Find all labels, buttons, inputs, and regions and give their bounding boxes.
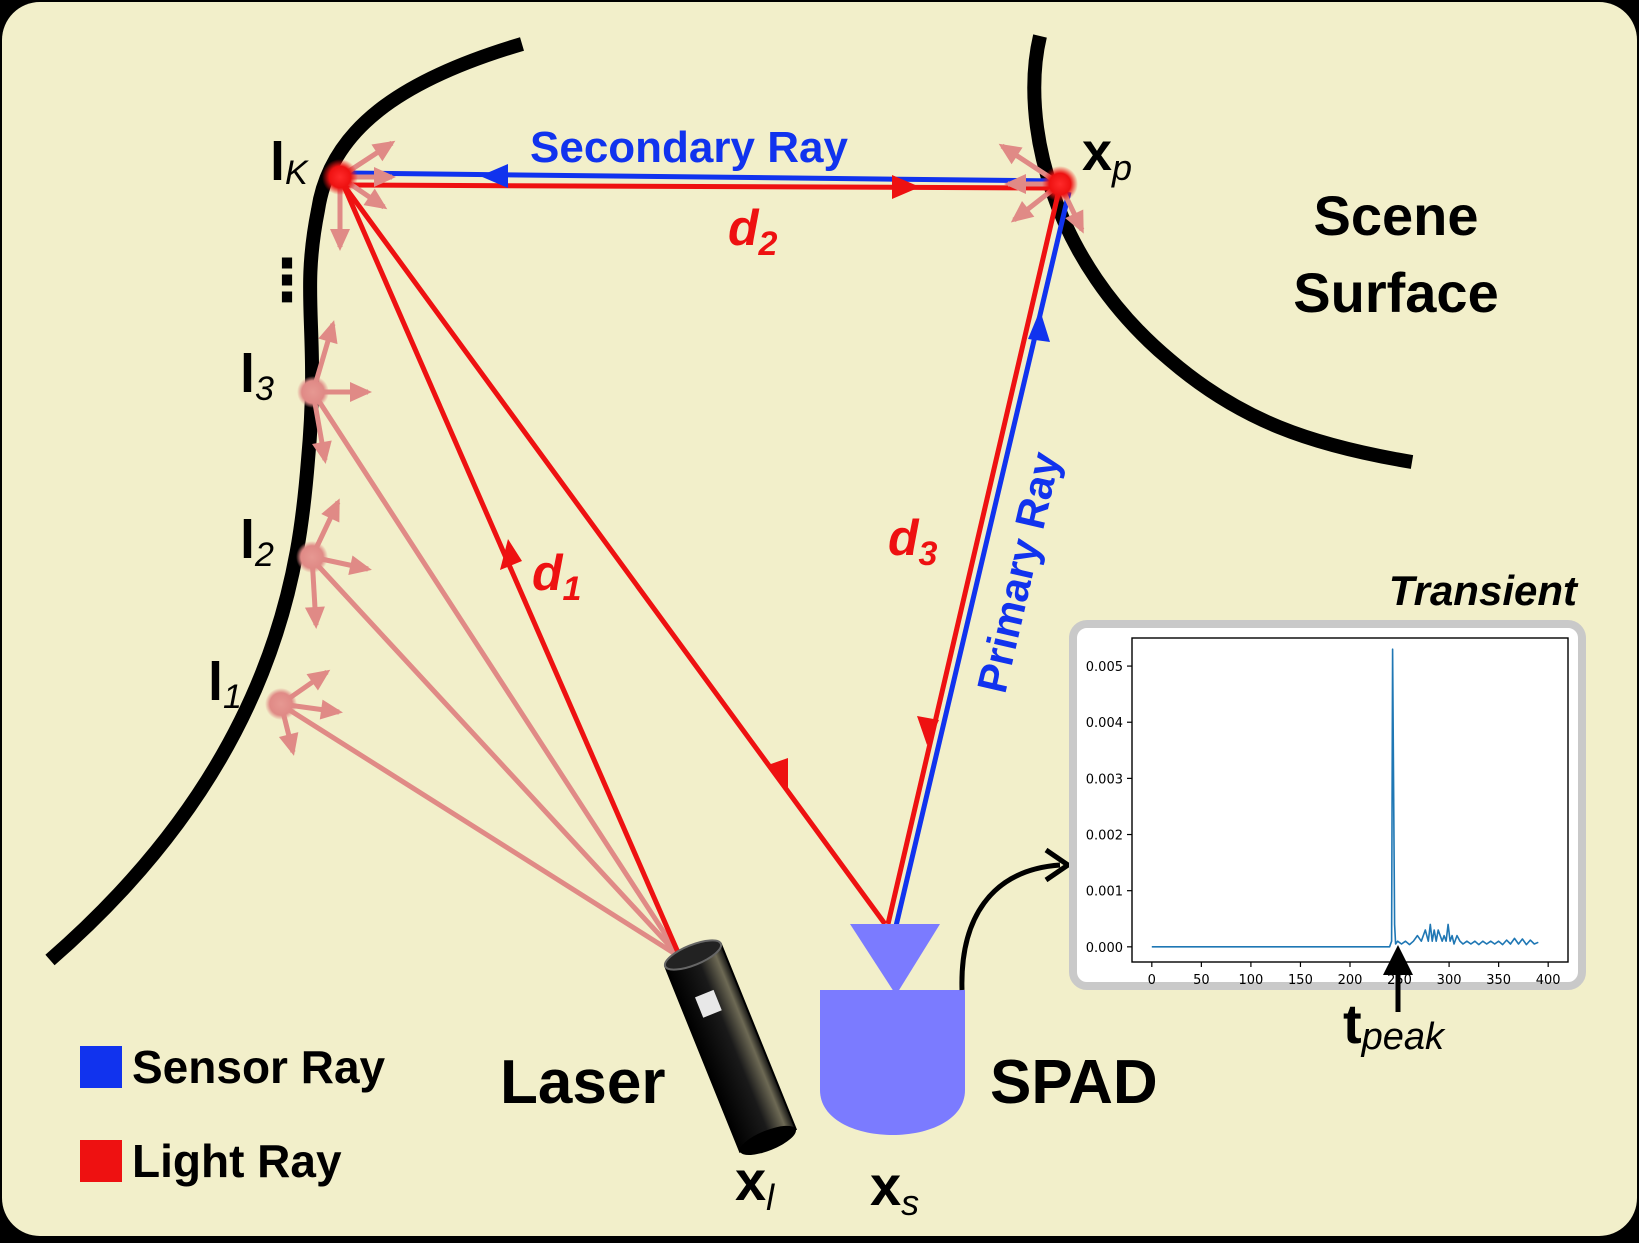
label-scene-surface-line2: Surface [1293,261,1498,324]
scatter-arrow-head [330,229,350,251]
d1-arrowhead [500,539,522,570]
x-tick-label: 400 [1536,973,1561,988]
laser-base [739,1125,796,1156]
scatter-arrow-head [998,143,1023,165]
ray-arrowheads [480,164,1050,792]
surface-points [265,159,1078,720]
scatter-arrow-head [306,669,331,691]
scene-surface-left [45,37,524,966]
vertical-ellipsis: ⋮ [258,248,316,313]
transient-series-line [1151,648,1539,948]
plot-axes-box [1131,637,1569,963]
point-xp [1042,166,1078,202]
light-rays [337,176,1062,958]
scatter-arrow-head [278,732,299,756]
lk-spad-arrowhead [768,758,788,792]
scatter-arrow-head [304,606,325,629]
legend-swatch-sensor-ray [80,1046,122,1088]
label-d1: d1 [532,545,581,608]
laser-tag [695,989,722,1018]
spad-lens [850,924,940,995]
transient-plot: 0501001502002503003504000.0000.0010.0020… [1086,637,1569,988]
scatter-arrow-head [1004,174,1026,194]
x-tick-label: 50 [1193,973,1210,988]
scene-surface-right [1027,34,1414,469]
point-l2 [296,541,328,573]
x-tick-label: 200 [1338,973,1363,988]
light-ray-lk-to-spad [337,178,888,926]
scatter-arrow-head [318,320,338,345]
label-scene-surface-line1: Scene [1314,184,1479,247]
y-tick-label: 0.003 [1086,772,1123,787]
spad-to-transient-arrowhead [1044,847,1073,883]
legend-label-sensor-ray: Sensor Ray [132,1041,386,1093]
d2-arrowhead [892,175,920,199]
label-d2: d2 [728,200,778,263]
tpeak-arrowhead [1383,945,1413,975]
x-tick-label: 300 [1437,973,1462,988]
label-spad: SPAD [990,1048,1158,1117]
point-l3 [297,376,329,408]
x-tick-label: 100 [1238,973,1263,988]
legend-swatch-light-ray [80,1140,122,1182]
label-l1: l1 [208,652,242,716]
legend-label-light-ray: Light Ray [132,1135,342,1187]
faded-ray-l3 [310,390,683,959]
spad-device [820,924,965,1135]
scatter-arrow-head [1065,209,1084,234]
label-l2: l2 [240,510,274,574]
label-tpeak: tpeak [1343,992,1446,1058]
primary-ray-arrowhead [1028,310,1050,342]
light-ray-d3 [885,189,1062,925]
laser-aperture [663,939,723,971]
legend: Sensor Ray Light Ray [80,1041,386,1187]
point-lk [322,159,358,195]
laser-device [663,939,798,1156]
faded-ray-l1 [278,701,682,960]
light-ray-d2 [339,182,1061,191]
label-xp: xp [1082,122,1132,188]
scatter-arrow-head [319,699,343,720]
scatter-arrow-head [363,188,388,210]
scatter-arrow-head [312,440,332,464]
label-l3: l3 [240,344,274,408]
x-tick-label: 0 [1148,973,1156,988]
label-lk: lK [270,132,309,192]
faded-light-rays [278,390,683,960]
scatter-arrow-head [321,498,340,523]
point-l1 [265,688,297,720]
secondary-ray-arrowhead [480,164,508,188]
label-secondary-ray: Secondary Ray [530,123,848,172]
d3-arrowhead [917,716,939,745]
x-tick-label: 150 [1288,973,1313,988]
label-xl: xl [735,1149,775,1218]
secondary-sensor-ray [342,170,1062,184]
label-transient: Transient [1389,567,1579,614]
label-d3: d3 [888,510,938,573]
x-tick-label: 350 [1486,973,1511,988]
label-laser: Laser [500,1048,665,1117]
y-tick-label: 0.001 [1086,885,1123,900]
spad-body [820,990,965,1135]
scatter-arrow-head [348,555,372,576]
y-tick-label: 0.004 [1086,716,1123,731]
spad-to-transient-arrow [959,862,1061,991]
y-tick-label: 0.005 [1086,660,1123,675]
label-xs: xs [870,1154,919,1223]
y-tick-label: 0.000 [1086,941,1123,956]
y-tick-label: 0.002 [1086,829,1123,844]
scatter-arrow-head [1010,201,1035,223]
scatter-arrows [278,140,1085,756]
scatter-arrow-head [350,382,372,402]
scatter-arrow-head [374,167,396,187]
faded-ray-l2 [308,555,682,959]
scatter-arrow-head [371,140,396,162]
light-ray-d1 [337,176,683,958]
